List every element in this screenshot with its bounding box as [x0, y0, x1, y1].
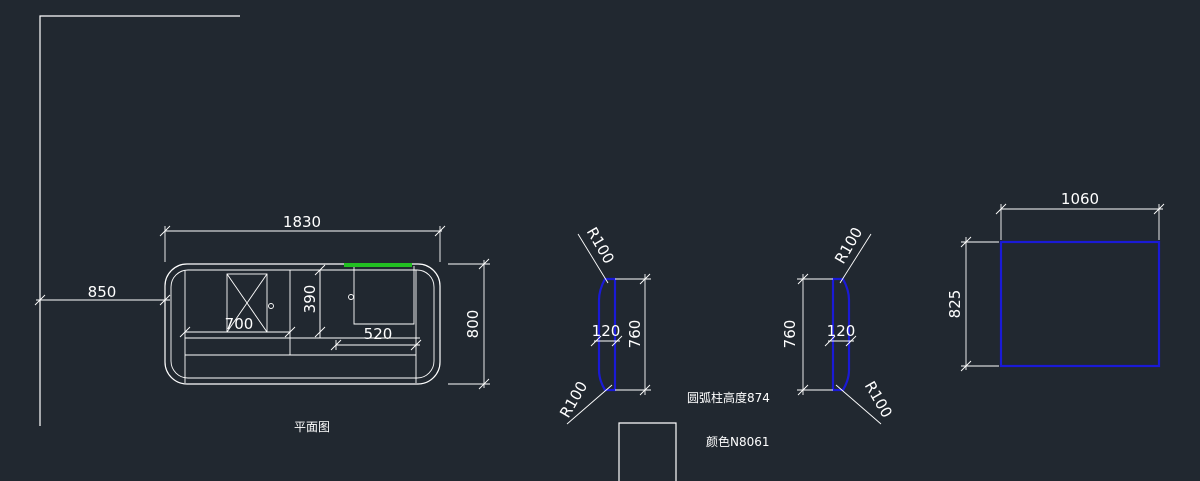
dim-inner-height: 390 — [301, 264, 326, 338]
compartment-symbol — [344, 263, 415, 325]
notes: 圆弧柱高度874 颜色N8061 — [687, 390, 770, 449]
arc-column-right-outline — [831, 277, 851, 392]
arc-column-left-height: 760 — [626, 320, 644, 349]
panel-view[interactable]: 1060 825 — [946, 190, 1165, 372]
dim-left-offset: 850 — [34, 283, 171, 306]
arc-column-right[interactable]: 760 120 R100 R100 — [781, 224, 896, 425]
plan-view[interactable]: 1830 850 800 390 — [34, 213, 490, 434]
dim-inner-height-label: 390 — [301, 285, 319, 314]
dim-compartment-width-label: 520 — [364, 325, 393, 343]
arc-column-right-radius-top: R100 — [831, 224, 866, 267]
dim-sink-width: 700 — [179, 315, 296, 338]
drawing-frame — [39, 15, 240, 426]
arc-column-left-radius-bottom: R100 — [556, 378, 591, 421]
arc-column-left-width: 120 — [592, 322, 621, 340]
arc-column-right-width: 120 — [827, 322, 856, 340]
counter-inner-outline — [170, 269, 435, 379]
arc-column-left-radius-top: R100 — [583, 224, 618, 267]
dim-left-offset-label: 850 — [88, 283, 117, 301]
counter-outer-outline — [164, 263, 441, 385]
dim-compartment-width: 520 — [330, 325, 422, 351]
panel-width-label: 1060 — [1061, 190, 1099, 208]
arc-column-left[interactable]: 760 120 R100 R100 — [556, 224, 651, 425]
arc-column-right-radius-bottom: R100 — [861, 378, 896, 421]
dim-total-width: 1830 — [159, 213, 446, 262]
panel-height-label: 825 — [946, 290, 964, 319]
dim-depth: 800 — [448, 258, 490, 390]
note-column-height: 圆弧柱高度874 — [687, 390, 770, 405]
arc-column-left-outline — [597, 277, 617, 392]
plan-view-title: 平面图 — [294, 420, 330, 434]
partial-box-bottom — [618, 422, 677, 481]
panel-outline — [999, 240, 1161, 368]
dim-depth-label: 800 — [464, 310, 482, 339]
dim-sink-width-label: 700 — [225, 315, 254, 333]
note-color: 颜色N8061 — [706, 434, 770, 449]
dim-total-width-label: 1830 — [283, 213, 321, 231]
arc-column-right-height: 760 — [781, 320, 799, 349]
